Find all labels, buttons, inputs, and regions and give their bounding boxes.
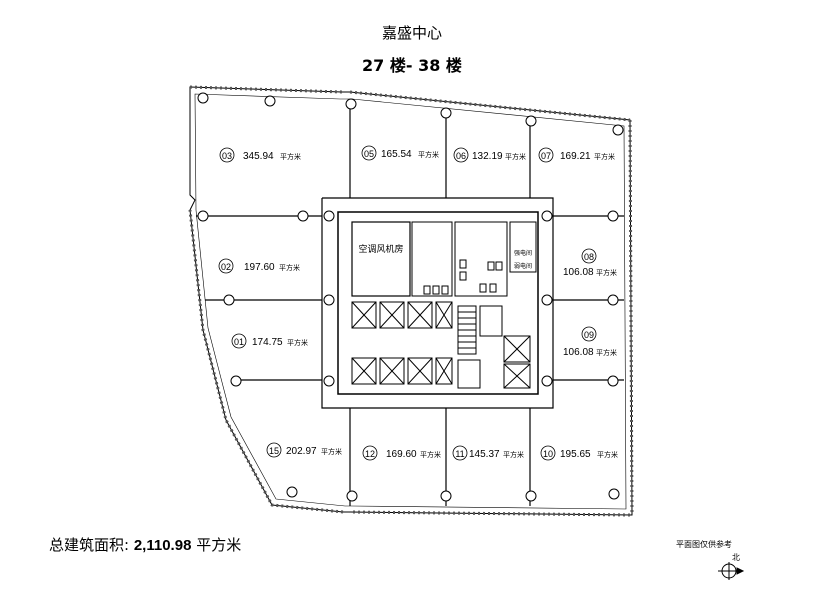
unit-id: 05 bbox=[364, 149, 374, 159]
unit-02[interactable]: 02 197.60 平方米 bbox=[218, 258, 300, 274]
core bbox=[337, 211, 539, 395]
unit-id: 02 bbox=[221, 262, 231, 272]
unit-measure: 平方米 bbox=[594, 152, 615, 161]
elevator-bank-lower bbox=[351, 357, 453, 385]
unit-id: 07 bbox=[541, 151, 551, 161]
unit-measure: 平方米 bbox=[418, 150, 439, 159]
ac-room bbox=[351, 221, 411, 297]
unit-measure: 平方米 bbox=[503, 450, 524, 459]
ac-room-label: 空调风机房 bbox=[358, 243, 403, 255]
unit-area: 169.60 bbox=[386, 449, 417, 460]
unit-06[interactable]: 06 132.19 平方米 bbox=[453, 147, 526, 163]
unit-measure: 平方米 bbox=[420, 450, 441, 459]
unit-03[interactable]: 03 345.94 平方米 bbox=[219, 147, 301, 163]
total-label: 总建筑面积: bbox=[49, 536, 130, 554]
unit-area: 345.94 bbox=[243, 151, 274, 162]
unit-09[interactable]: 09 106.08 平方米 bbox=[563, 326, 617, 358]
unit-area: 132.19 bbox=[472, 151, 503, 162]
unit-measure: 平方米 bbox=[596, 348, 617, 357]
unit-id: 15 bbox=[269, 446, 279, 456]
unit-area: 202.97 bbox=[286, 446, 317, 457]
total-area: 总建筑面积: 2,110.98 平方米 bbox=[49, 534, 241, 555]
unit-id: 06 bbox=[456, 151, 466, 161]
unit-area: 145.37 bbox=[469, 449, 500, 460]
elevator-bank-upper bbox=[351, 301, 453, 329]
unit-area: 174.75 bbox=[252, 337, 283, 348]
total-unit: 平方米 bbox=[196, 536, 242, 554]
unit-measure: 平方米 bbox=[597, 450, 618, 459]
unit-id: 09 bbox=[584, 330, 594, 340]
unit-id: 11 bbox=[455, 449, 464, 459]
columns bbox=[197, 92, 624, 502]
unit-05[interactable]: 05 165.54 平方米 bbox=[361, 145, 439, 161]
unit-id: 12 bbox=[365, 449, 375, 459]
unit-08[interactable]: 08 106.08 平方米 bbox=[563, 248, 617, 278]
unit-measure: 平方米 bbox=[321, 447, 342, 456]
unit-11[interactable]: 11 145.37 平方米 bbox=[452, 445, 524, 461]
unit-10[interactable]: 10 195.65 平方米 bbox=[540, 445, 618, 461]
weak-room-label: 弱电间 bbox=[514, 262, 532, 270]
north-label: 北 bbox=[732, 553, 740, 562]
unit-measure: 平方米 bbox=[279, 263, 300, 272]
unit-measure: 平方米 bbox=[287, 338, 308, 347]
reference-note: 平面图仅供参考 bbox=[676, 540, 732, 549]
unit-area: 106.08 bbox=[563, 347, 594, 358]
unit-id: 01 bbox=[234, 337, 244, 347]
total-value: 2,110.98 bbox=[133, 537, 192, 554]
unit-id: 10 bbox=[543, 449, 553, 459]
unit-01[interactable]: 01 174.75 平方米 bbox=[231, 333, 308, 349]
unit-07[interactable]: 07 169.21 平方米 bbox=[538, 147, 615, 163]
unit-12[interactable]: 12 169.60 平方米 bbox=[362, 445, 441, 461]
unit-area: 165.54 bbox=[381, 149, 412, 160]
unit-area: 169.21 bbox=[560, 151, 591, 162]
building-title: 嘉盛中心 bbox=[381, 24, 442, 42]
north-arrow-icon bbox=[718, 562, 745, 580]
unit-id: 08 bbox=[584, 252, 594, 262]
unit-measure: 平方米 bbox=[280, 152, 301, 161]
stairwell bbox=[457, 305, 477, 355]
unit-area: 106.08 bbox=[563, 267, 594, 278]
floor-range: 27 楼- 38 楼 bbox=[362, 56, 462, 75]
unit-area: 197.60 bbox=[244, 262, 275, 273]
elec-room-label: 强电间 bbox=[514, 249, 532, 257]
unit-id: 03 bbox=[222, 151, 232, 161]
unit-measure: 平方米 bbox=[596, 268, 617, 277]
unit-measure: 平方米 bbox=[505, 152, 526, 161]
unit-15[interactable]: 15 202.97 平方米 bbox=[266, 442, 342, 458]
unit-area: 195.65 bbox=[560, 449, 591, 460]
